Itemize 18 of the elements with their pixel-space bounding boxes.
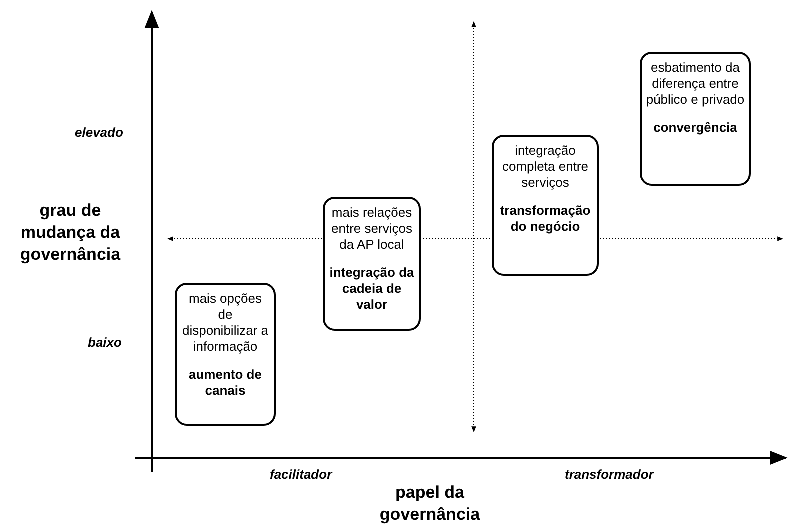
axis-level-label: facilitador xyxy=(270,467,332,482)
stage-title: convergência xyxy=(652,120,738,136)
axis-level-label: elevado xyxy=(75,125,124,140)
quadrant-box xyxy=(323,197,421,331)
description-text: esbatimento da diferença entre público e privado xyxy=(646,60,745,108)
axis-title: grau de mudança da governância xyxy=(19,200,122,266)
quadrant-box xyxy=(640,52,751,186)
axis-title: papel da governância xyxy=(378,482,482,526)
stage-title: transformação do negócio xyxy=(499,203,592,235)
description-text: mais relações entre serviços da AP local xyxy=(330,205,414,253)
stage-title: aumento de canais xyxy=(188,367,263,399)
stage-title: integração da cadeia de valor xyxy=(329,265,415,313)
axis-level-label: baixo xyxy=(88,335,122,350)
description-text: mais opções de disponibilizar a informação xyxy=(182,291,270,355)
quadrant-box xyxy=(492,135,599,276)
quadrant-box xyxy=(175,283,276,426)
axis-level-label: transformador xyxy=(565,467,654,482)
description-text: integração completa entre serviços xyxy=(502,143,590,191)
